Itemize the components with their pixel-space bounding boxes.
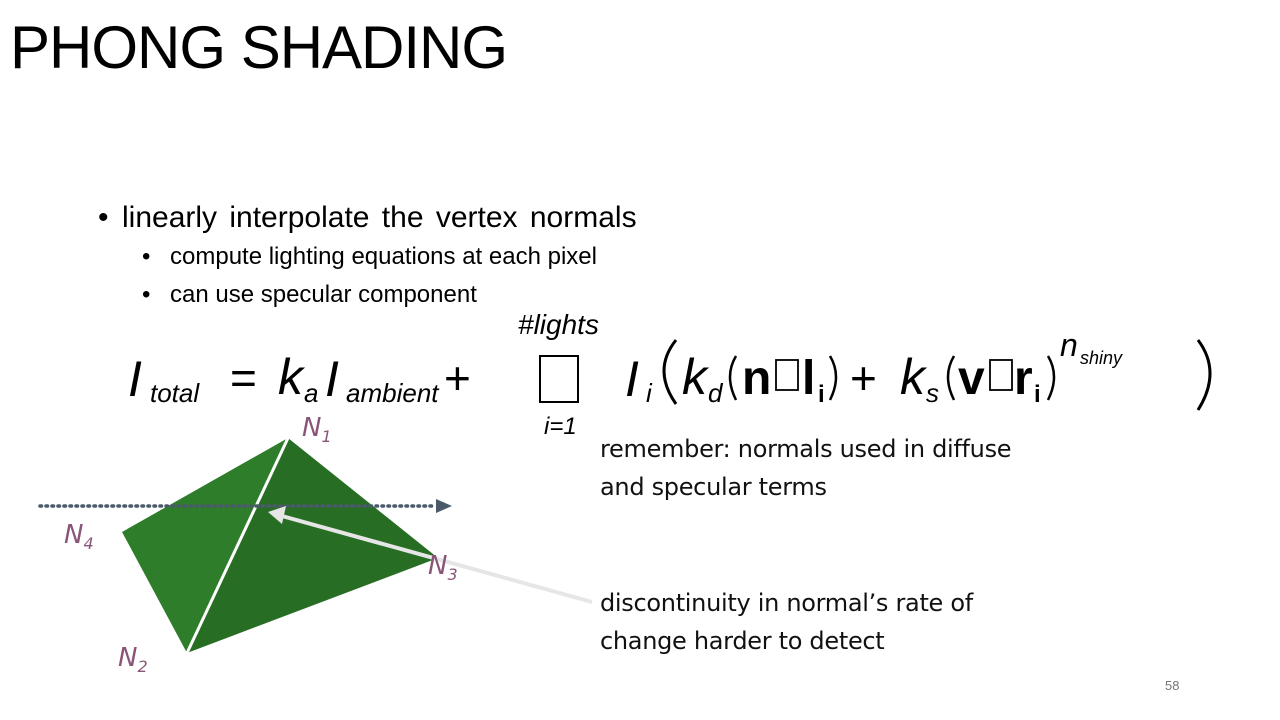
eq-ka-sub: a — [304, 378, 318, 408]
eq-ks-sub: s — [926, 378, 939, 408]
polygon-diagram: N1 N2 N3 N4 — [38, 413, 593, 676]
vertex-label-n1-sub: 1 — [321, 427, 331, 446]
bullet-sub-1: compute lighting equations at each pixel — [142, 238, 637, 276]
eq-paren-left-1 — [728, 355, 738, 401]
phong-equation: I total = k a I ambient + #lights i=1 I … — [120, 309, 1230, 450]
polygon-face-left — [122, 438, 288, 653]
eq-paren-big-right — [1196, 339, 1212, 411]
eq-l-sub: i — [818, 381, 825, 408]
eq-ii: I — [625, 351, 639, 407]
polygon-edge — [185, 437, 290, 654]
eq-lhs-base: I — [128, 351, 142, 407]
vertex-label-n4: N4 — [64, 520, 94, 553]
eq-paren-big-left — [662, 339, 678, 405]
scanline-arrowhead — [436, 499, 452, 513]
vertex-label-n3: N3 — [428, 551, 458, 584]
eq-ks: k — [900, 349, 928, 405]
eq-ia-sub: ambient — [346, 378, 440, 408]
eq-ia: I — [325, 351, 339, 407]
eq-plus-1: + — [444, 352, 471, 404]
eq-v: v — [958, 352, 985, 405]
eq-equals: = — [230, 352, 257, 404]
vertex-label-n1-base: N — [302, 413, 321, 443]
bullet-list: linearly interpolate the vertex normals … — [98, 198, 637, 314]
bullet-main: linearly interpolate the vertex normals — [98, 198, 637, 238]
bullet-sub-2-text: can use specular component — [170, 281, 477, 308]
polygon-face-right — [187, 438, 438, 653]
eq-l: l — [802, 352, 815, 405]
bullet-sub-1-text: compute lighting equations at each pixel — [170, 243, 597, 270]
vertex-label-n2: N2 — [118, 643, 148, 676]
slide-title: PHONG SHADING — [10, 14, 508, 81]
eq-sum-lower: i=1 — [544, 413, 577, 440]
eq-paren-left-2 — [946, 355, 956, 401]
vertex-label-n2-sub: 2 — [137, 657, 147, 676]
page-number: 58 — [1165, 678, 1180, 693]
equation-svg: I total = k a I ambient + #lights i=1 I … — [128, 309, 1212, 440]
eq-exp-base: n — [1060, 327, 1078, 363]
eq-lhs-sub: total — [150, 378, 200, 408]
vertex-label-n3-sub: 3 — [447, 565, 457, 584]
vertex-label-n3-base: N — [428, 551, 447, 581]
bullet-sub-2: can use specular component — [142, 276, 637, 314]
eq-dot-glyph-2 — [989, 359, 1013, 391]
eq-ka: k — [278, 349, 306, 405]
eq-plus-2: + — [850, 352, 877, 404]
eq-paren-right-1 — [828, 355, 838, 401]
vertex-label-n4-base: N — [64, 520, 83, 550]
eq-r-sub: i — [1034, 381, 1041, 408]
eq-dot-glyph-1 — [775, 359, 799, 391]
vertex-label-n2-base: N — [118, 643, 137, 673]
vertex-label-n1: N1 — [302, 413, 332, 446]
eq-sum-upper: #lights — [518, 310, 599, 340]
pointer-arrowhead — [268, 506, 286, 524]
bullet-main-text: linearly interpolate the vertex normals — [122, 201, 637, 234]
eq-exp-sub: shiny — [1080, 348, 1123, 368]
pointer-line — [281, 514, 593, 604]
eq-sum-glyph — [539, 355, 579, 403]
eq-kd: k — [682, 349, 710, 405]
vertex-label-n4-sub: 4 — [83, 534, 93, 553]
eq-paren-right-2 — [1046, 355, 1056, 401]
eq-ii-sub: i — [646, 378, 653, 408]
note-normals: remember: normals used in diffuse and sp… — [600, 435, 1012, 501]
eq-n: n — [742, 352, 771, 405]
eq-r: r — [1014, 352, 1033, 405]
note-discontinuity: discontinuity in normal’s rate of change… — [600, 589, 973, 655]
eq-kd-sub: d — [708, 378, 724, 408]
